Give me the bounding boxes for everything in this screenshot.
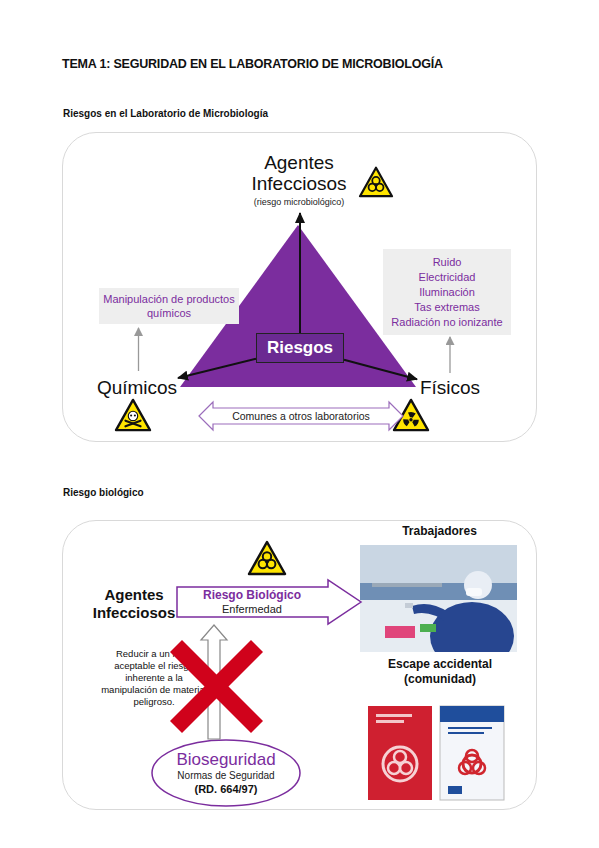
page-title: TEMA 1: SEGURIDAD EN EL LABORATORIO DE M… — [62, 57, 443, 71]
block-arrow-shape: Riesgo BiológicoEnfermedad — [176, 579, 362, 625]
photo-frame: Trabajadores — [361, 546, 518, 653]
node-heading: Manipulación de productos químicos — [99, 292, 239, 320]
lab-photo — [360, 545, 517, 652]
risk-box: Riesgos — [256, 333, 344, 363]
risk-type: Físicos — [417, 375, 483, 401]
ellipse-node: BioseguridadNormas de Seguridad(RD. 664/… — [151, 739, 301, 807]
node-heading: Riesgo Biológico — [203, 588, 301, 602]
node-heading: Riesgo biológico — [63, 487, 483, 498]
node-heading: Agentes Infecciosos — [89, 586, 179, 622]
node-heading: Ruido — [433, 255, 462, 270]
node-text: Radiación no ionizante — [391, 315, 502, 330]
node-text: Enfermedad — [222, 602, 282, 616]
manual-book — [368, 706, 432, 800]
node-heading: Físicos — [420, 377, 480, 399]
node-heading: Trabajadores — [361, 524, 518, 538]
node-heading: Químicos — [97, 377, 177, 399]
node-heading: Agentes Infecciosos — [229, 152, 369, 194]
hollow-arrow — [201, 625, 227, 739]
connector-arrow — [344, 360, 417, 379]
caption-text: Escape accidental (comunidad) — [365, 657, 515, 687]
node-heading: Riesgos en el Laboratorio de Microbiolog… — [63, 108, 483, 119]
node-heading: Comunes a otros laboratorios — [232, 410, 370, 422]
agent-heading: Agentes Infecciosos (riesgo microbiológic… — [229, 147, 369, 213]
biohazard-symbol — [360, 168, 392, 196]
connector-arrow — [138, 328, 139, 371]
node-text: Iluminación — [419, 285, 475, 300]
info-box: Manipulación de productos químicos — [99, 288, 239, 324]
manual-book — [440, 706, 504, 800]
arrow-outline — [176, 579, 362, 625]
node-text: Normas de Seguridad — [177, 769, 274, 782]
double-arrow-shape: Comunes a otros laboratorios — [199, 401, 403, 431]
connector-arrow — [178, 359, 256, 378]
section-panel: Riesgos en el Laboratorio de Microbiolog… — [62, 132, 537, 442]
node-text: Electricidad — [419, 270, 476, 285]
node-text: (RD. 664/97) — [195, 782, 258, 796]
node-heading: Bioseguridad — [176, 750, 275, 769]
node-text: (riesgo microbiológico) — [254, 196, 345, 208]
connector-arrow — [449, 337, 450, 373]
toxic-symbol — [116, 400, 150, 430]
node-heading: Riesgos — [267, 338, 333, 358]
agent-heading: Agentes Infecciosos — [89, 583, 179, 625]
biohazard-symbol — [249, 542, 285, 574]
info-box: RuidoElectricidadIluminaciónTas extremas… — [383, 249, 511, 335]
note-text: Reducir a un nivel aceptable el riesgo i… — [100, 648, 208, 708]
connector-arrow — [299, 213, 301, 333]
risk-type: Químicos — [96, 375, 178, 401]
node-text: Tas extremas — [414, 300, 479, 315]
